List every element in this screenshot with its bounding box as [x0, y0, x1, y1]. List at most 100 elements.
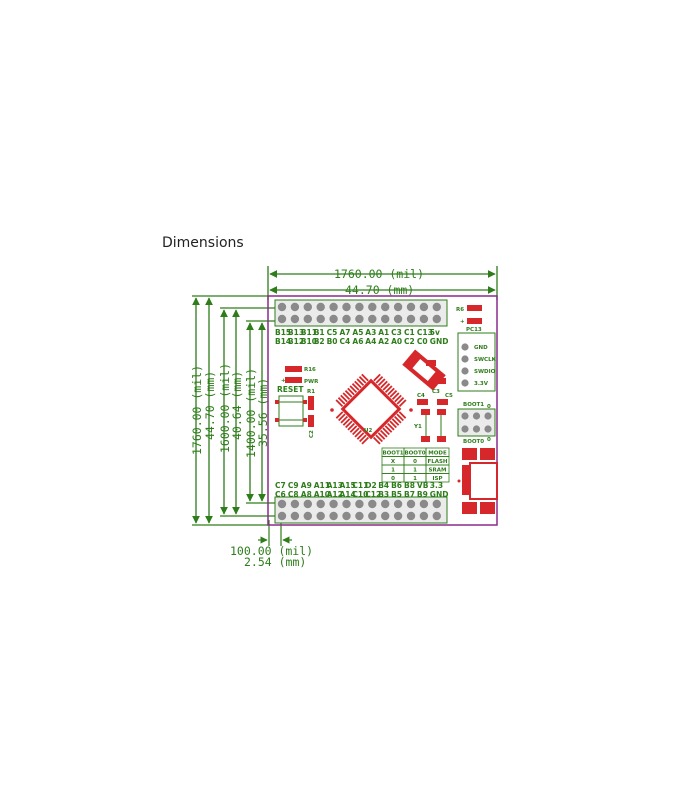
pin-label: B7 — [404, 490, 415, 499]
height-mm-label: 44.70 (mm) — [203, 371, 217, 440]
header-pin — [316, 511, 325, 521]
boot-pin — [461, 412, 469, 420]
pin-label: C8 — [288, 490, 299, 499]
pin-label: A0 — [391, 337, 402, 346]
header-pin — [432, 314, 441, 324]
header-pin — [393, 302, 403, 312]
boot0-d-label: 0 — [487, 437, 491, 443]
pin-label: B5 — [391, 490, 402, 499]
voltage-regulator — [402, 349, 446, 391]
table-cell: 0 — [391, 476, 395, 482]
swd-pin-label: SWCLK — [474, 357, 497, 363]
header-pin — [368, 302, 377, 312]
swd-pin-label: GND — [474, 345, 488, 351]
pin-label: A10 — [314, 490, 330, 499]
pin-label: C6 — [275, 490, 286, 499]
boot-pin — [484, 425, 492, 433]
pin-label: A15 — [340, 481, 356, 490]
width-mil-label: 1760.00 (mil) — [334, 267, 424, 281]
header-pin — [432, 302, 441, 312]
table-cell: X — [391, 459, 396, 465]
y1-pad-4 — [437, 436, 446, 442]
swd-pin — [461, 367, 469, 375]
pin-label: A12 — [327, 490, 343, 499]
pin-label: B8 — [404, 481, 415, 490]
header-pin — [329, 511, 338, 521]
reg-cap-1 — [426, 360, 436, 366]
pin-label: C10 — [352, 490, 368, 499]
swd-pin — [461, 343, 469, 351]
pin-label: GND — [430, 490, 449, 499]
pin-label: A11 — [314, 481, 330, 490]
pin-label: A13 — [327, 481, 343, 490]
table-cell: 1 — [413, 468, 417, 474]
header-pin — [355, 314, 364, 324]
pin-label: A7 — [340, 328, 351, 337]
header-pin — [406, 511, 416, 521]
pin-label: B11 — [301, 328, 317, 337]
header-pin — [316, 499, 325, 509]
pin-label: B13 — [288, 328, 304, 337]
header-pin — [432, 499, 441, 509]
pin-label: D2 — [365, 481, 376, 490]
table-cell: 1 — [391, 468, 395, 474]
pin-label: A8 — [301, 490, 312, 499]
height-dimensions — [192, 295, 278, 526]
pin-label: C1 — [404, 328, 415, 337]
header-pin — [393, 511, 403, 521]
pc13-plus: + — [460, 319, 465, 325]
spacing-mm-label: 2.54 (mm) — [244, 555, 306, 569]
pin-label: B12 — [288, 337, 304, 346]
r6-label: R6 — [456, 307, 464, 313]
pin-label: A2 — [378, 337, 389, 346]
y1-pad-2 — [437, 409, 446, 415]
header-pin — [290, 314, 300, 324]
pitch-1400-label: 1400.00 (mil) — [244, 368, 258, 458]
pin-label: C11 — [352, 481, 368, 490]
header-pin — [329, 499, 338, 509]
boot1-label: BOOT1 — [463, 402, 484, 408]
pin-label: C5 — [327, 328, 338, 337]
header-pin — [381, 302, 390, 312]
header-pin — [342, 511, 351, 521]
header-pin — [303, 314, 312, 324]
pin-label: C4 — [340, 337, 351, 346]
boot-pin — [472, 425, 481, 433]
header-pin — [290, 511, 300, 521]
header-pin — [406, 302, 416, 312]
page-title: Dimensions — [162, 235, 244, 251]
reg-cap-2 — [436, 378, 446, 384]
usb-connector — [457, 448, 498, 514]
header-pin — [316, 314, 325, 324]
table-header: BOOT1 — [382, 451, 403, 457]
pin-label: B14 — [275, 337, 291, 346]
y1-label: Y1 — [413, 424, 422, 430]
c3-label: C3 — [432, 389, 440, 395]
pin-label: A5 — [352, 328, 363, 337]
table-cell: FLASH — [427, 459, 447, 465]
header-pin — [368, 511, 377, 521]
header-pin — [381, 314, 390, 324]
pin-spacing-dimension — [258, 520, 292, 546]
pin-label: B3 — [378, 490, 389, 499]
header-pin — [355, 511, 364, 521]
y1-pad-1 — [421, 409, 430, 415]
header-pin — [277, 302, 287, 312]
pin-label: B15 — [275, 328, 291, 337]
c5-capacitor — [437, 399, 448, 405]
header-pin — [290, 499, 300, 509]
swd-pins — [461, 343, 469, 387]
pin-label: A3 — [365, 328, 376, 337]
r16-resistor — [285, 366, 302, 372]
pin-label: C3 — [391, 328, 402, 337]
pin-label: B4 — [378, 481, 389, 490]
header-pin — [419, 314, 429, 324]
board-outline — [267, 295, 498, 526]
header-pin — [355, 302, 364, 312]
header-pins — [277, 302, 441, 521]
